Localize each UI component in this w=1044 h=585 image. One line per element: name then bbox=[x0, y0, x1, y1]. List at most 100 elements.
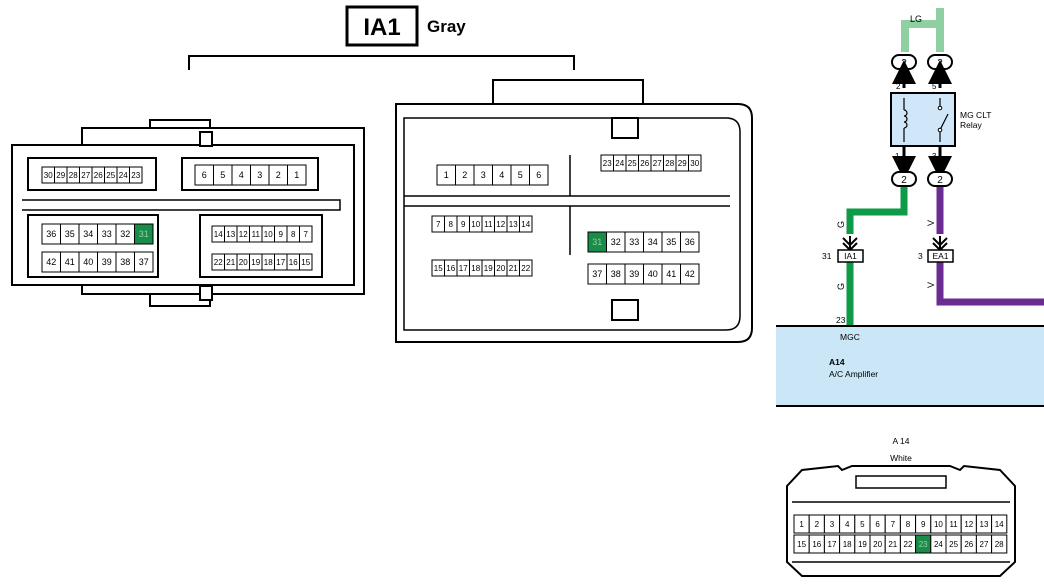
a14-pin-label-22: 22 bbox=[904, 540, 913, 549]
a14-pin-label-21: 21 bbox=[888, 540, 897, 549]
ia1-female-pin-label-30: 30 bbox=[690, 159, 699, 168]
ia1-female-pin-label-32: 32 bbox=[611, 237, 621, 247]
ia1-female-pin-label-35: 35 bbox=[666, 237, 676, 247]
a14-pin-label-24: 24 bbox=[934, 540, 943, 549]
ia1-female-pin-label-10: 10 bbox=[471, 220, 480, 229]
ia1-male-pin-label-13: 13 bbox=[226, 230, 235, 239]
relay-name-line1: MG CLT bbox=[960, 110, 991, 120]
wire-lg-label: LG bbox=[910, 14, 922, 24]
a14-latch bbox=[855, 475, 947, 489]
ia1-code-label: IA1 bbox=[363, 14, 400, 41]
ia1-male-pin-label-39: 39 bbox=[102, 257, 112, 267]
a14-pin-label-23: 23 bbox=[919, 540, 928, 549]
ia1-female-pin-label-17: 17 bbox=[459, 264, 468, 273]
ia1-female-connector bbox=[395, 79, 753, 343]
wire-g-upper bbox=[846, 187, 908, 234]
a14-pin-label-15: 15 bbox=[797, 540, 806, 549]
ia1-male-pin-label-5: 5 bbox=[220, 170, 225, 180]
a14-pin-14 bbox=[991, 514, 1008, 534]
wire-v-label-upper: V bbox=[926, 220, 936, 226]
ia1-male-pin-label-15: 15 bbox=[301, 258, 310, 267]
ia1-male-pin-label-16: 16 bbox=[289, 258, 298, 267]
inline-connector-ia1-code: IA1 bbox=[844, 251, 857, 261]
ia1-code-box bbox=[345, 5, 419, 47]
ia1-male-pin-7 bbox=[299, 225, 313, 243]
wire-v-label-lower: V bbox=[926, 282, 936, 288]
ia1-female-pin-label-4: 4 bbox=[499, 170, 504, 180]
inline-connector-ea1-code: EA1 bbox=[932, 251, 948, 261]
terminal-name-label: MGC bbox=[840, 332, 860, 342]
ia1-male-pin-label-36: 36 bbox=[46, 229, 56, 239]
ia1-male-pin-label-41: 41 bbox=[65, 257, 75, 267]
ia1-female-pin-label-28: 28 bbox=[665, 159, 674, 168]
wire-v-lower bbox=[936, 262, 1044, 306]
a14-pin-label-26: 26 bbox=[964, 540, 973, 549]
bubble-bottom-left-label: 2 bbox=[901, 175, 907, 186]
ia1-male-pin-label-34: 34 bbox=[83, 229, 93, 239]
a14-color-label: White bbox=[890, 453, 912, 463]
ia1-male-pin-label-28: 28 bbox=[69, 171, 78, 180]
inline-connector-ia1 bbox=[837, 249, 864, 263]
relay-contact-bottom bbox=[937, 127, 943, 133]
amplifier-pin-label: 23 bbox=[836, 315, 846, 325]
a14-pin-label-20: 20 bbox=[873, 540, 882, 549]
ia1-male-pin-31 bbox=[134, 223, 154, 245]
a14-pin-label-9: 9 bbox=[921, 520, 926, 529]
a14-pin-label-27: 27 bbox=[980, 540, 989, 549]
a14-pin-label-10: 10 bbox=[934, 520, 943, 529]
ia1-male-pin-label-12: 12 bbox=[239, 230, 248, 239]
ia1-bracket bbox=[188, 55, 575, 70]
ia1-female-pin-42 bbox=[680, 263, 700, 285]
ia1-male-pin-label-21: 21 bbox=[226, 258, 235, 267]
ia1-female-pin-label-20: 20 bbox=[496, 264, 505, 273]
a14-pin-label-25: 25 bbox=[949, 540, 958, 549]
relay-pin-top-right: 5 bbox=[932, 82, 937, 91]
relay-box bbox=[890, 92, 956, 147]
ia1-male-pin-label-17: 17 bbox=[276, 258, 285, 267]
a14-pin-label-18: 18 bbox=[843, 540, 852, 549]
ia1-female-pin-label-5: 5 bbox=[518, 170, 523, 180]
ia1-color-label: Gray bbox=[427, 17, 466, 36]
ia1-male-divider bbox=[22, 199, 341, 211]
ia1-female-pin-label-25: 25 bbox=[628, 159, 637, 168]
ia1-female-pin-label-21: 21 bbox=[509, 264, 518, 273]
ia1-male-pin-label-19: 19 bbox=[251, 258, 260, 267]
ia1-male-pin-label-7: 7 bbox=[304, 230, 309, 239]
a14-pin-label-19: 19 bbox=[858, 540, 867, 549]
a14-pin-label-1: 1 bbox=[799, 520, 804, 529]
a14-pin-label-4: 4 bbox=[845, 520, 850, 529]
ia1-male-pin-label-25: 25 bbox=[106, 171, 115, 180]
a14-pin-label-2: 2 bbox=[815, 520, 820, 529]
ia1-male-pin-label-6: 6 bbox=[202, 170, 207, 180]
relay-name-line2: Relay bbox=[960, 120, 982, 130]
ia1-female-pin-label-13: 13 bbox=[509, 220, 518, 229]
ia1-male-pin-label-9: 9 bbox=[279, 230, 284, 239]
ecu-box-border bbox=[776, 325, 1044, 407]
ia1-male-pin-label-2: 2 bbox=[276, 170, 281, 180]
relay-coil-icon bbox=[903, 109, 908, 129]
ia1-female-pin-label-23: 23 bbox=[603, 159, 612, 168]
a14-connector: A 14 White bbox=[786, 436, 1016, 577]
ia1-male-pin-label-33: 33 bbox=[102, 229, 112, 239]
ia1-female-pin-label-14: 14 bbox=[521, 220, 530, 229]
ia1-female-pin-label-29: 29 bbox=[678, 159, 687, 168]
ia1-female-pin-label-42: 42 bbox=[685, 269, 695, 279]
a14-pin-label-17: 17 bbox=[828, 540, 837, 549]
ia1-male-pin-label-40: 40 bbox=[83, 257, 93, 267]
relay-contact-top bbox=[937, 105, 943, 111]
a14-pin-label-13: 13 bbox=[980, 520, 989, 529]
ia1-male-pin-label-42: 42 bbox=[46, 257, 56, 267]
ia1-female-pin-label-1: 1 bbox=[444, 170, 449, 180]
ia1-female-pin-label-3: 3 bbox=[481, 170, 486, 180]
ia1-female-pin-label-12: 12 bbox=[496, 220, 505, 229]
relay-switch-icon bbox=[939, 113, 949, 131]
ia1-female-top-slot bbox=[611, 117, 639, 139]
ia1-female-pin-label-34: 34 bbox=[648, 237, 658, 247]
ia1-male-pin-label-11: 11 bbox=[252, 230, 261, 239]
a14-pin-label-5: 5 bbox=[860, 520, 865, 529]
ia1-female-pin-label-31: 31 bbox=[592, 237, 602, 247]
